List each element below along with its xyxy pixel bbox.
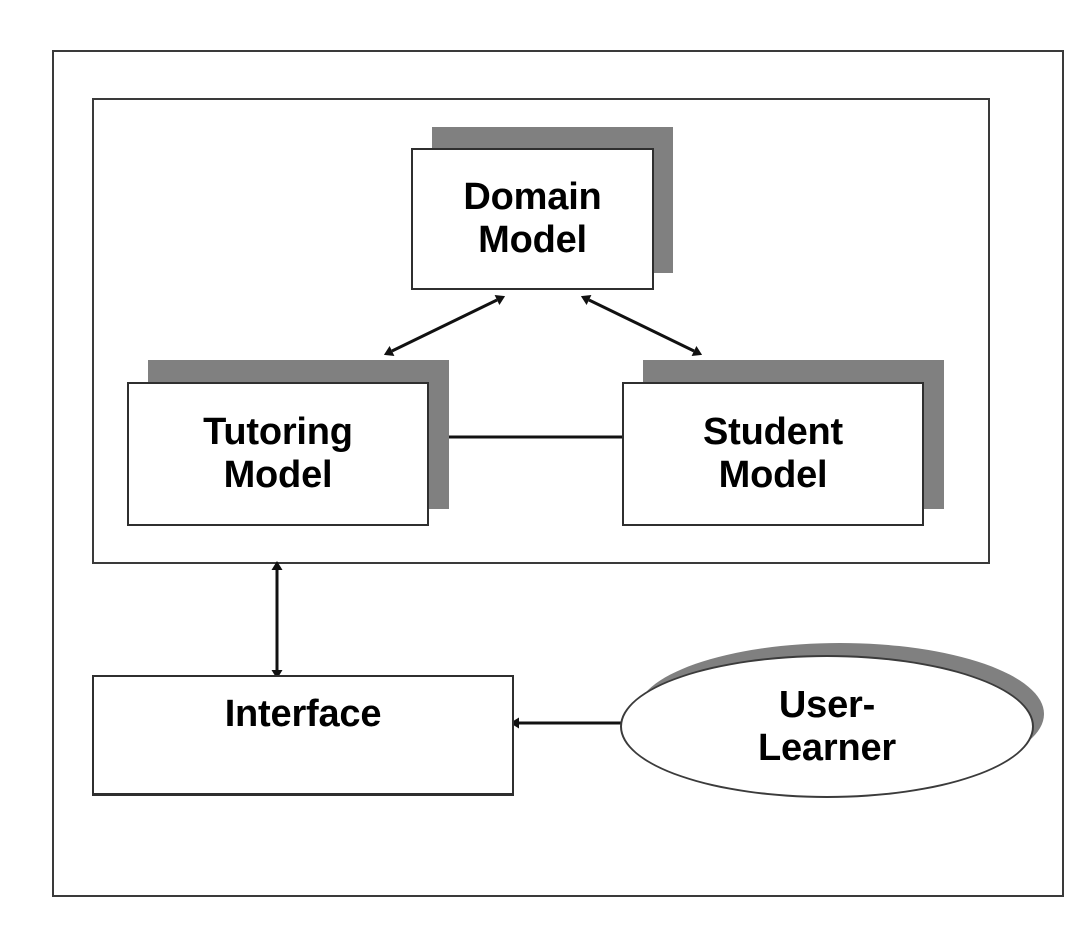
user-learner-face: User- Learner: [620, 655, 1034, 798]
inner-core-frame: [92, 98, 990, 564]
node-tutoring-model[interactable]: Tutoring Model: [127, 360, 449, 526]
domain-model-label: Domain Model: [463, 176, 602, 261]
tutoring-model-face: Tutoring Model: [127, 382, 429, 526]
tutoring-model-label: Tutoring Model: [203, 411, 353, 496]
user-learner-label: User- Learner: [757, 683, 896, 769]
interface-label: Interface: [224, 693, 382, 735]
interface-face: Interface: [92, 675, 514, 796]
node-user-learner[interactable]: User- Learner: [620, 643, 1044, 798]
outer-boundary-frame: [52, 50, 1064, 897]
node-interface[interactable]: Interface: [92, 675, 514, 796]
node-domain-model[interactable]: Domain Model: [411, 127, 673, 290]
domain-model-face: Domain Model: [411, 148, 654, 290]
student-model-label: Student Model: [702, 411, 844, 496]
student-model-face: Student Model: [622, 382, 924, 526]
node-student-model[interactable]: Student Model: [622, 360, 944, 526]
